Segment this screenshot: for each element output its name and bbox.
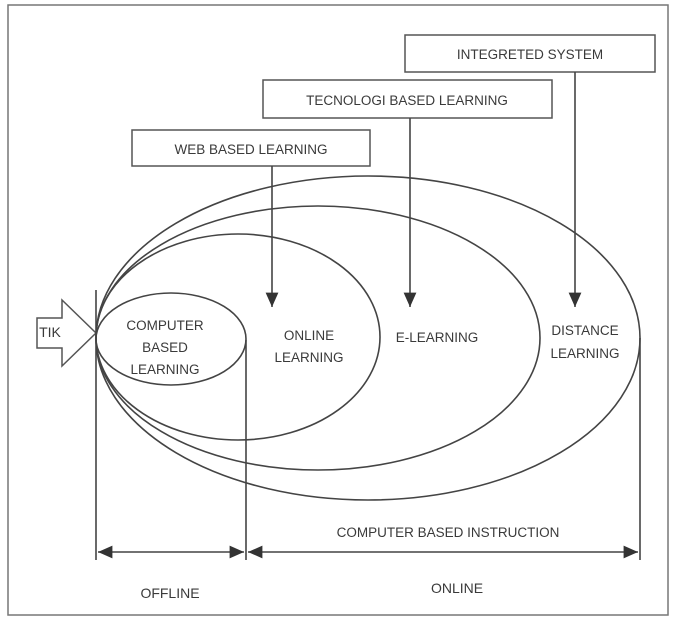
tik-arrow-icon	[36, 298, 98, 368]
frame	[7, 4, 669, 616]
online-learning-ellipse	[95, 233, 381, 441]
cbl-line1: COMPUTER	[126, 318, 204, 333]
computer-based-instruction-label: COMPUTER BASED INSTRUCTION	[337, 525, 560, 540]
cbl-line2: BASED	[142, 340, 188, 355]
distance-learning-line1: DISTANCE	[551, 323, 618, 338]
integrated-system-box: INTEGRETED SYSTEM	[404, 34, 656, 73]
e-learning-label: E-LEARNING	[396, 330, 479, 345]
distance-learning-ellipse	[95, 175, 641, 501]
web-based-learning-box: WEB BASED LEARNING	[131, 129, 371, 167]
technology-based-learning-label: TECNOLOGI BASED LEARNING	[306, 93, 508, 108]
online-learning-line1: ONLINE	[284, 328, 334, 343]
integrated-system-label: INTEGRETED SYSTEM	[457, 47, 603, 62]
tik-label: TIK	[39, 324, 61, 340]
online-label: ONLINE	[431, 580, 483, 596]
cbl-line3: LEARNING	[130, 362, 199, 377]
distance-learning-line2: LEARNING	[550, 346, 619, 361]
offline-label: OFFLINE	[140, 585, 199, 601]
web-based-learning-label: WEB BASED LEARNING	[174, 142, 327, 157]
online-learning-line2: LEARNING	[274, 350, 343, 365]
technology-based-learning-box: TECNOLOGI BASED LEARNING	[262, 79, 553, 119]
